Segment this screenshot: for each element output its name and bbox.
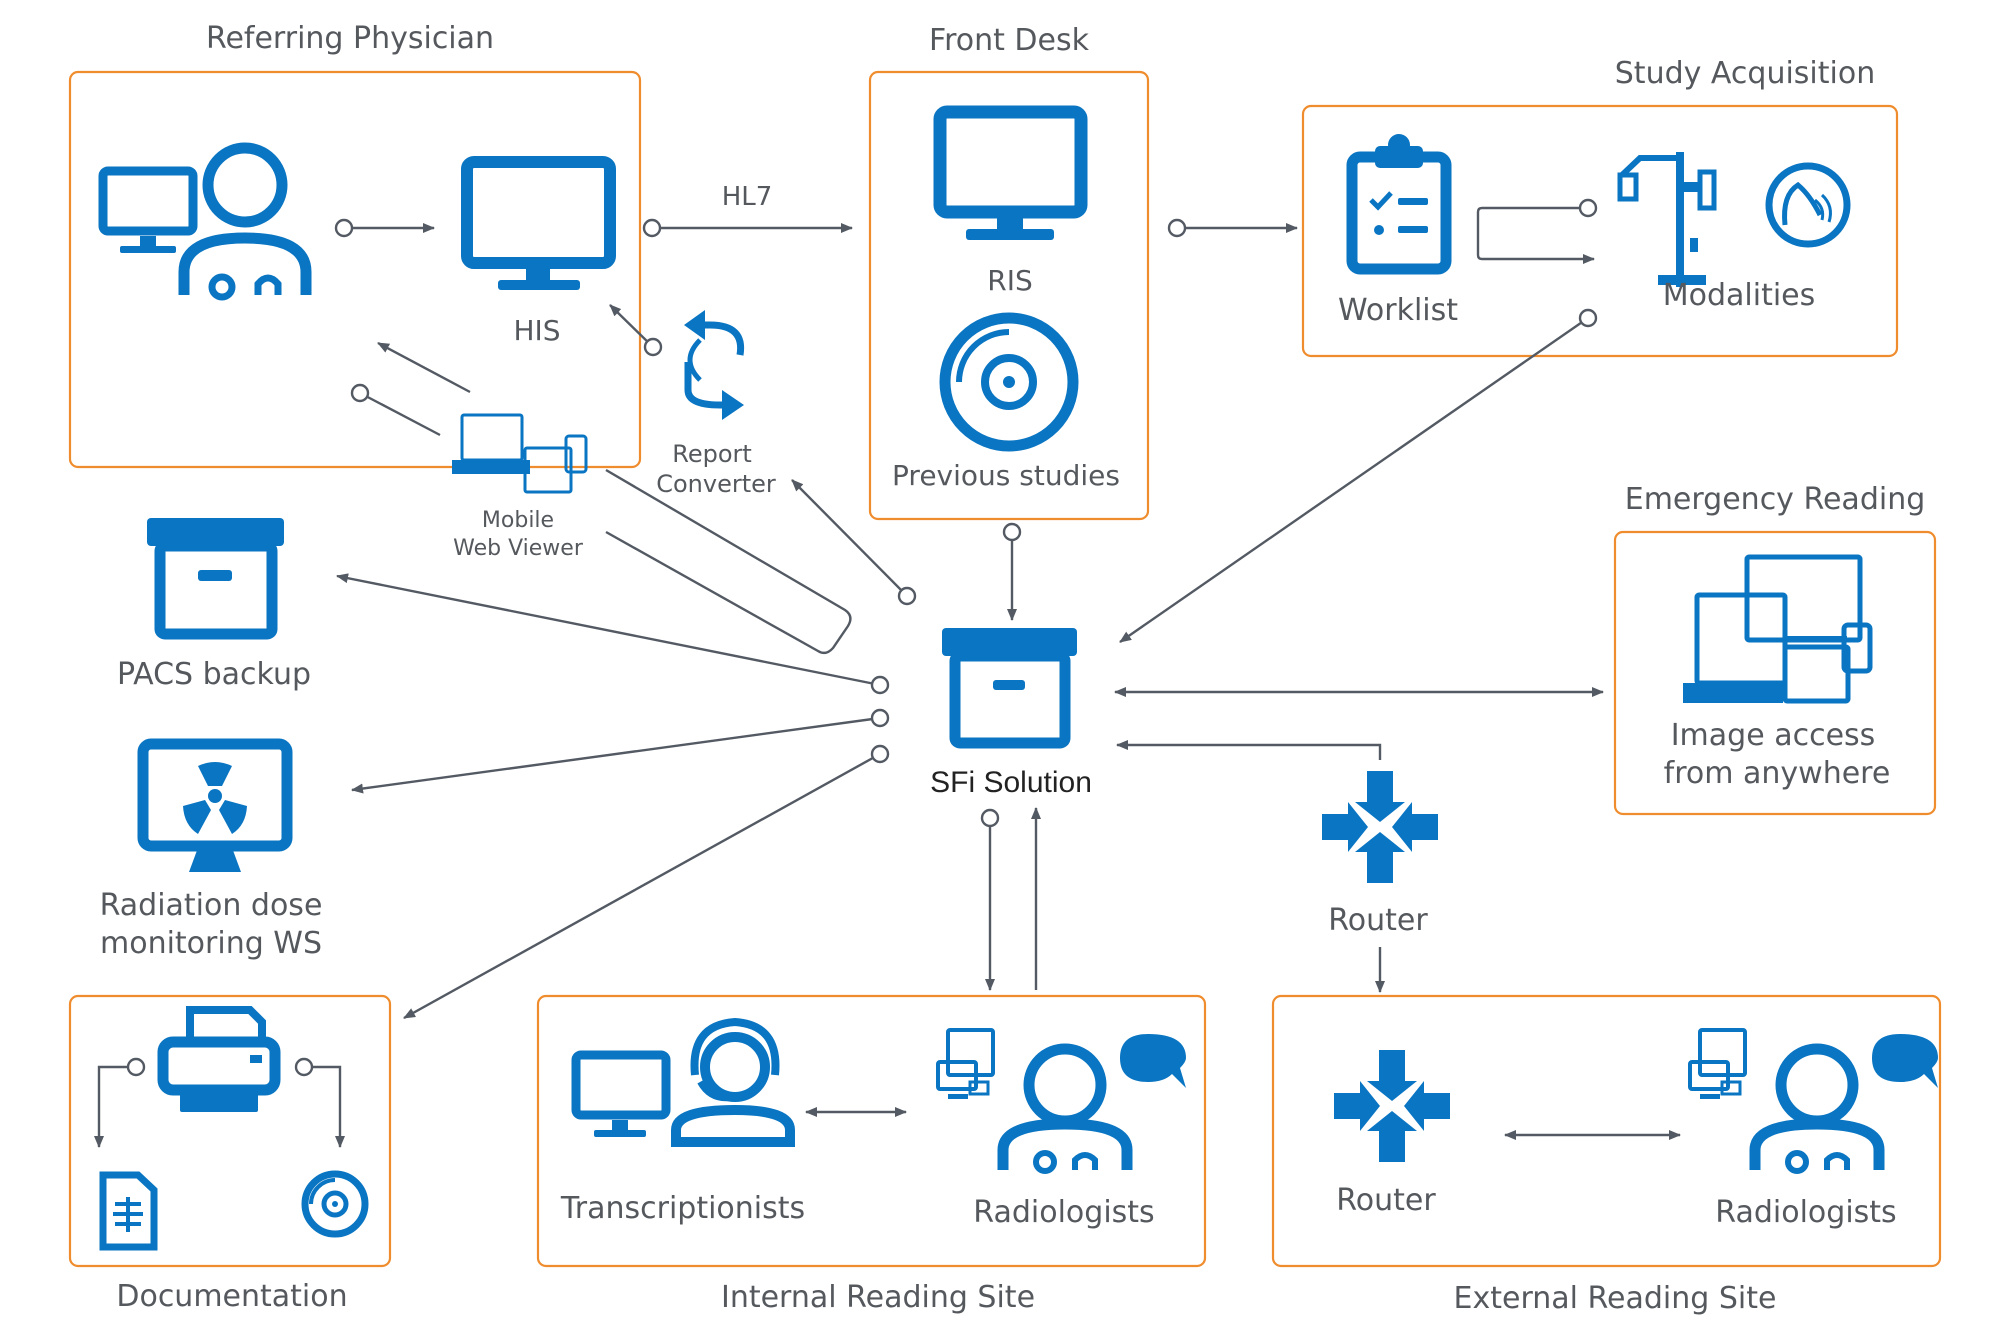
group-title-emergency-reading: Emergency Reading [1625, 482, 1926, 517]
printer-icon [157, 1006, 281, 1112]
group-title-front-desk: Front Desk [929, 23, 1090, 58]
connector-dot [1578, 308, 1598, 328]
connector-dot [870, 675, 890, 695]
desktop-user-icon [98, 142, 312, 301]
his-label: HIS [513, 314, 560, 347]
group-title-internal-reading-site: Internal Reading Site [721, 1280, 1035, 1315]
archive-box-icon-pacs-backup [147, 518, 284, 640]
connector-converter-to-his [609, 304, 654, 348]
ris-label: RIS [987, 264, 1033, 297]
connector-dot [642, 218, 662, 238]
report-converter-label-1: Report [672, 440, 752, 468]
router-arrows-icon-external [1334, 1050, 1450, 1162]
mobile-web-viewer-label-2: Web Viewer [453, 536, 584, 561]
connector-dot [1167, 218, 1187, 238]
front-desk-box [868, 70, 1150, 521]
report-converter-label-2: Converter [656, 470, 776, 498]
connector-dot [897, 586, 917, 606]
documentation-box [68, 994, 392, 1268]
connector-sfi-to-pacs-backup [336, 573, 881, 687]
group-title-external-reading-site: External Reading Site [1454, 1281, 1777, 1316]
connector-sfi-to-mobile [605, 468, 852, 655]
external-reading-site-box [1271, 994, 1942, 1268]
group-title-study-acquisition: Study Acquisition [1615, 56, 1875, 91]
archive-box-icon-sfi [942, 628, 1077, 749]
connector-modalities-to-sfi [1119, 317, 1589, 643]
hl7-label: HL7 [722, 182, 773, 212]
modalities-label: Modalities [1663, 278, 1816, 313]
connector-dot [870, 744, 890, 764]
x-ray-machine-icon [1617, 152, 1717, 287]
transcriptionists-label: Transcriptionists [560, 1191, 805, 1226]
disc-icon-documentation [301, 1170, 369, 1238]
sfi-solution-label: SFi Solution [930, 766, 1092, 799]
internal-reading-site-box [536, 994, 1207, 1268]
previous-studies-label: Previous studies [892, 459, 1120, 492]
image-access-label-1: Image access [1671, 718, 1876, 753]
group-title-documentation: Documentation [116, 1279, 347, 1314]
devices-icon [452, 413, 588, 494]
connector-sfi-to-converter [791, 479, 908, 597]
group-title-referring-physician: Referring Physician [206, 21, 494, 56]
study-acquisition-box [1301, 104, 1899, 358]
router-external-label: Router [1336, 1183, 1436, 1218]
worklist-label: Worklist [1338, 293, 1458, 328]
radiation-dose-label-2: monitoring WS [100, 926, 322, 961]
clipboard-checklist-icon [1346, 134, 1452, 275]
connector-dot [1578, 198, 1598, 218]
pacs-backup-label: PACS backup [117, 657, 311, 692]
monitor-icon-ris [933, 105, 1088, 240]
image-access-label-2: from anywhere [1664, 756, 1891, 791]
doctor-chat-icon-external [1688, 1028, 1938, 1174]
connector-dot [294, 1057, 314, 1077]
router-arrows-icon-center [1322, 771, 1438, 883]
connector-printer-to-disc [312, 1065, 345, 1148]
doctor-chat-icon-internal [936, 1028, 1186, 1174]
router-center-label: Router [1328, 903, 1428, 938]
ultrasound-probe-icon [1765, 162, 1851, 248]
connector-sfi-to-radiation [351, 716, 881, 794]
connector-sfi-to-documentation [403, 752, 881, 1020]
devices-icon-emergency [1683, 554, 1873, 704]
xray-document-icon [99, 1171, 158, 1251]
connector-worklist-to-modalities [1476, 206, 1595, 264]
radiologists-internal-label: Radiologists [973, 1195, 1154, 1230]
connector-dot [643, 337, 663, 357]
referring-physician-box [68, 70, 642, 469]
radiologists-external-label: Radiologists [1715, 1195, 1896, 1230]
emergency-reading-box [1613, 530, 1937, 816]
connector-dot [350, 383, 370, 403]
connector-mobile-to-his [377, 341, 471, 394]
connector-dot [126, 1057, 146, 1077]
headset-user-icon [571, 1017, 795, 1147]
mobile-web-viewer-label-1: Mobile [482, 508, 554, 533]
disc-icon-previous-studies [939, 312, 1079, 452]
sync-icon [684, 310, 745, 420]
monitor-icon-his [461, 156, 616, 290]
connector-dot [980, 808, 1000, 828]
radiation-monitor-icon [137, 738, 293, 872]
connector-dot [334, 218, 354, 238]
connector-dot [870, 708, 890, 728]
connector-printer-to-xray [94, 1065, 128, 1148]
connector-dot [1002, 522, 1022, 542]
radiation-dose-label-1: Radiation dose [100, 888, 323, 923]
connector-router-to-sfi [1116, 740, 1382, 760]
connector-physician-to-mobile [359, 391, 441, 437]
